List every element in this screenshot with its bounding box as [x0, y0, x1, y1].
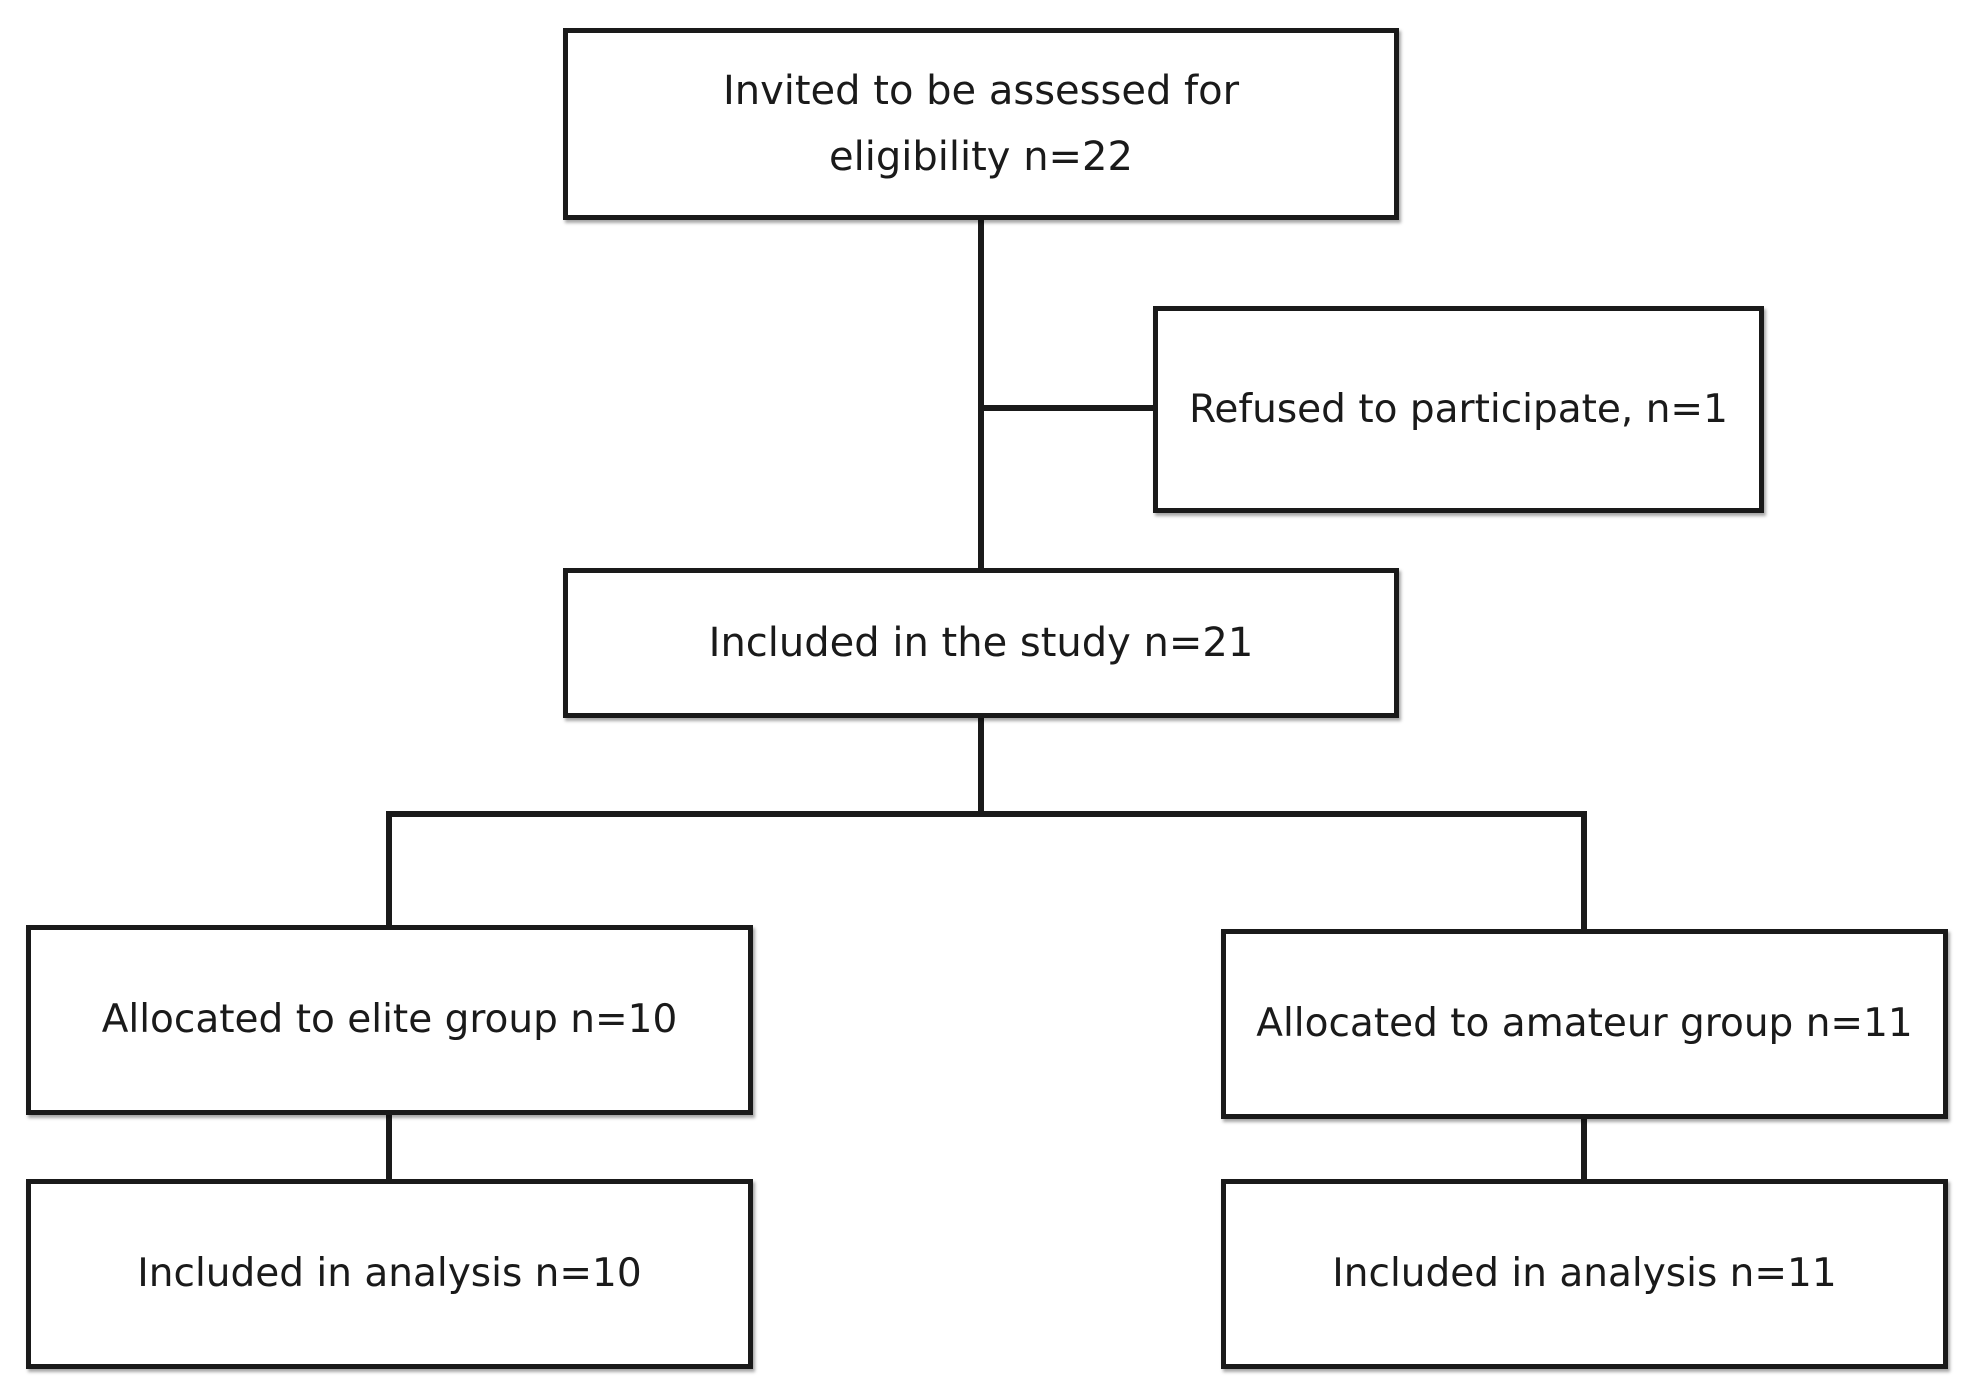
- refused-label: Refused to participate, n=1: [1189, 386, 1728, 432]
- amateur-group-box: Allocated to amateur group n=11: [1221, 929, 1948, 1119]
- elite-analysis-label: Included in analysis n=10: [137, 1251, 642, 1296]
- elite-group-label: Allocated to elite group n=10: [101, 997, 678, 1042]
- invited-label: Invited to be assessed for eligibility n…: [722, 68, 1240, 180]
- amateur-group-label: Allocated to amateur group n=11: [1256, 1001, 1913, 1046]
- elite-group-box: Allocated to elite group n=10: [26, 925, 753, 1115]
- amateur-analysis-box: Included in analysis n=11: [1221, 1179, 1948, 1369]
- amateur-analysis-label: Included in analysis n=11: [1332, 1251, 1837, 1296]
- refused-box: Refused to participate, n=1: [1153, 306, 1764, 513]
- invited-box: Invited to be assessed for eligibility n…: [563, 28, 1399, 220]
- elite-analysis-box: Included in analysis n=10: [26, 1179, 753, 1369]
- included-box: Included in the study n=21: [563, 568, 1399, 718]
- included-label: Included in the study n=21: [708, 620, 1254, 666]
